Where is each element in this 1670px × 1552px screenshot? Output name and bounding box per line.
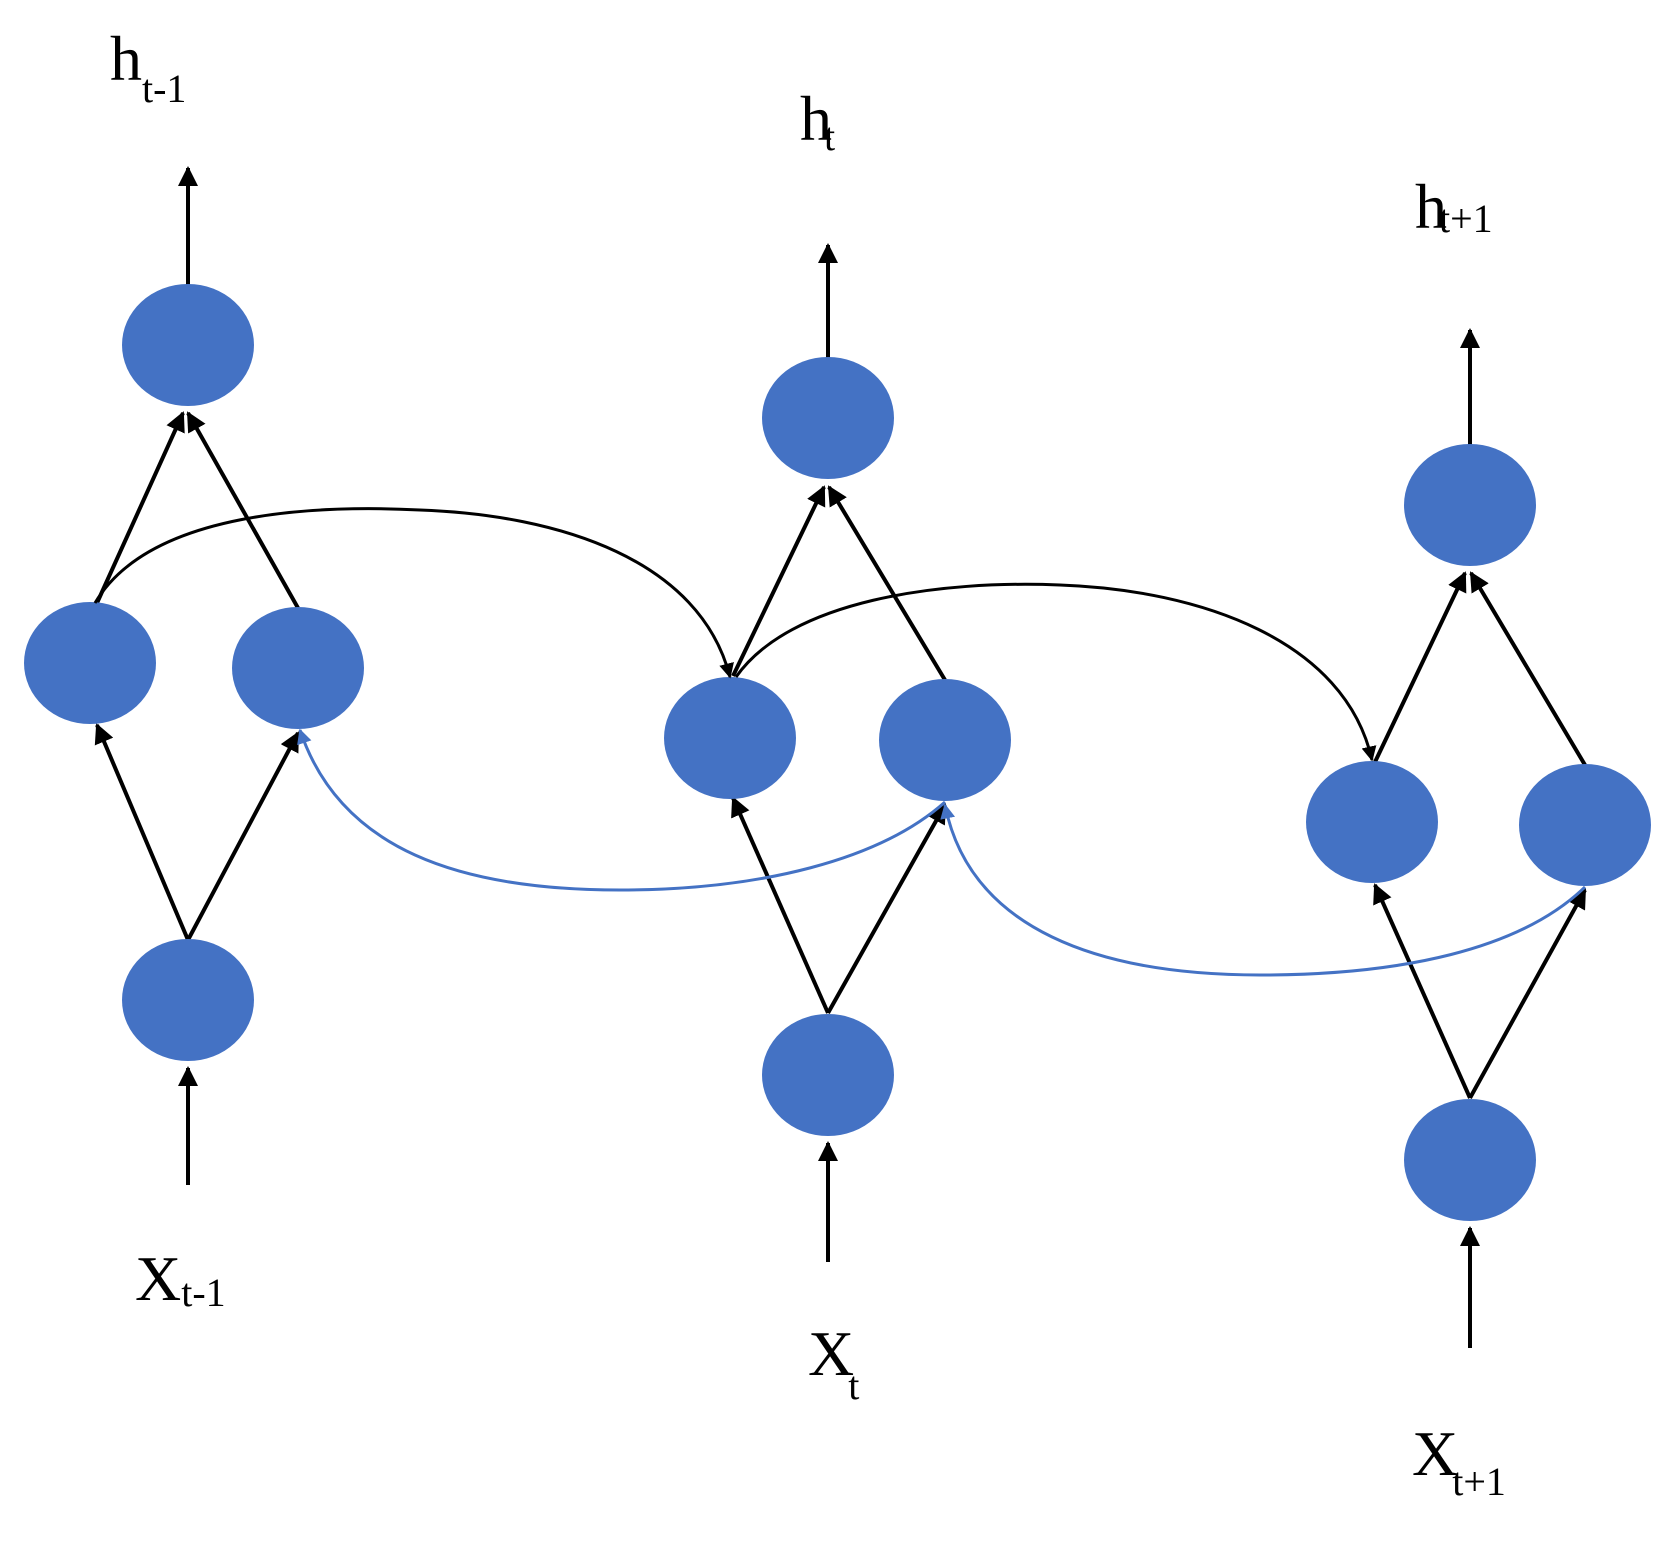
timestep-t-minus-1 — [24, 166, 364, 1185]
output-label-t-minus-1: ht-1 — [110, 23, 186, 111]
output-label-t-plus-1: ht+1 — [1415, 171, 1493, 242]
backward-hidden-node-t-minus-1 — [232, 607, 364, 729]
edge-forward-to-output-t — [731, 485, 826, 677]
output-node-t-minus-1 — [122, 284, 254, 406]
edge-backward-to-output-t — [827, 485, 947, 682]
backward-recurrence-t-plus-1-to-t — [940, 803, 1587, 977]
forward-hidden-node-t — [664, 677, 796, 799]
forward-hidden-node-t-plus-1 — [1306, 761, 1438, 883]
input-node-t-minus-1 — [122, 939, 254, 1061]
forward-hidden-node-t-minus-1 — [24, 602, 156, 724]
edge-input-to-forward-t — [731, 796, 830, 1014]
edge-input-to-backward-t — [826, 803, 947, 1014]
input-label-t-plus-1: Xt+1 — [1412, 1418, 1506, 1504]
output-label-t: ht — [800, 83, 835, 159]
edge-input-to-forward-t-minus-1 — [94, 723, 190, 941]
timestep-t-plus-1 — [1306, 328, 1651, 1348]
edge-input-to-backward-t-plus-1 — [1468, 888, 1587, 1099]
backward-hidden-node-t-plus-1 — [1519, 764, 1651, 886]
output-node-t — [762, 357, 894, 479]
edge-backward-to-output-t-plus-1 — [1469, 571, 1587, 767]
backward-recurrence-t-to-t-minus-1 — [297, 728, 946, 892]
output-node-t-plus-1 — [1404, 444, 1536, 566]
edge-forward-to-output-t-plus-1 — [1373, 571, 1467, 763]
timestep-t — [664, 243, 1011, 1262]
edge-input-to-backward-t-minus-1 — [186, 731, 300, 941]
input-node-t — [762, 1014, 894, 1136]
edge-backward-to-output-t-minus-1 — [186, 411, 300, 609]
input-node-t-plus-1 — [1404, 1099, 1536, 1221]
input-label-t: Xt — [808, 1318, 859, 1408]
input-label-t-minus-1: Xt-1 — [135, 1243, 226, 1315]
edge-input-to-forward-t-plus-1 — [1373, 883, 1472, 1099]
backward-hidden-node-t — [879, 679, 1011, 801]
forward-recurrence-t-to-t-plus-1 — [734, 582, 1377, 762]
forward-recurrence-t-minus-1-to-t — [93, 507, 734, 679]
edge-forward-to-output-t-minus-1 — [95, 411, 185, 604]
